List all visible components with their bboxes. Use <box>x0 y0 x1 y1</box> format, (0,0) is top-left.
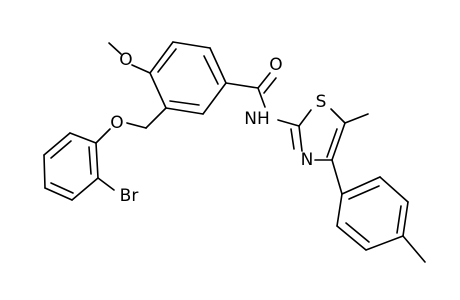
bond <box>298 109 312 127</box>
bond <box>169 100 200 106</box>
bond <box>330 108 346 124</box>
bond <box>108 42 122 55</box>
bond <box>43 154 46 189</box>
bond <box>44 187 73 201</box>
atom-label-br: Br <box>120 186 139 206</box>
bond <box>145 107 167 129</box>
atom-label-n: N <box>301 150 314 170</box>
bond <box>379 176 409 203</box>
bond <box>331 122 346 161</box>
bond <box>290 128 295 150</box>
atom-label-s: S <box>316 92 327 112</box>
atom-label-o-ether: O <box>110 113 123 133</box>
bond <box>50 140 72 159</box>
bond <box>203 55 219 85</box>
bond <box>43 132 71 156</box>
bond <box>50 182 74 194</box>
bond <box>95 142 99 179</box>
bond <box>277 119 300 127</box>
atom-label-o-methoxy: O <box>119 50 132 70</box>
bond <box>126 122 147 129</box>
bond <box>257 72 271 89</box>
bond <box>131 64 151 74</box>
bond <box>396 205 402 234</box>
bond <box>165 107 204 115</box>
bond <box>69 132 97 144</box>
bond <box>341 176 381 195</box>
atom-labels: O O O NH S N Br <box>110 50 326 206</box>
bond <box>336 225 367 251</box>
bond <box>225 82 259 89</box>
bond <box>97 177 115 191</box>
bond <box>202 82 227 115</box>
bond <box>402 235 426 263</box>
bond <box>326 128 338 158</box>
bond <box>348 185 380 200</box>
bond <box>402 201 409 237</box>
bond <box>331 159 343 195</box>
bond <box>172 41 211 49</box>
bond <box>157 48 177 73</box>
bond <box>88 146 92 175</box>
bond <box>149 41 174 74</box>
bond <box>365 235 404 251</box>
bond <box>209 47 227 84</box>
bond <box>345 222 370 243</box>
bond-lines <box>43 41 426 263</box>
bond <box>298 125 303 152</box>
atom-label-o-carbonyl: O <box>269 55 282 75</box>
bond <box>149 72 167 109</box>
bond <box>95 128 111 144</box>
bond <box>344 113 369 124</box>
bond <box>336 193 343 227</box>
bond <box>71 177 99 201</box>
bond <box>263 77 277 94</box>
atom-label-nh: NH <box>244 109 270 129</box>
bond <box>257 87 266 108</box>
